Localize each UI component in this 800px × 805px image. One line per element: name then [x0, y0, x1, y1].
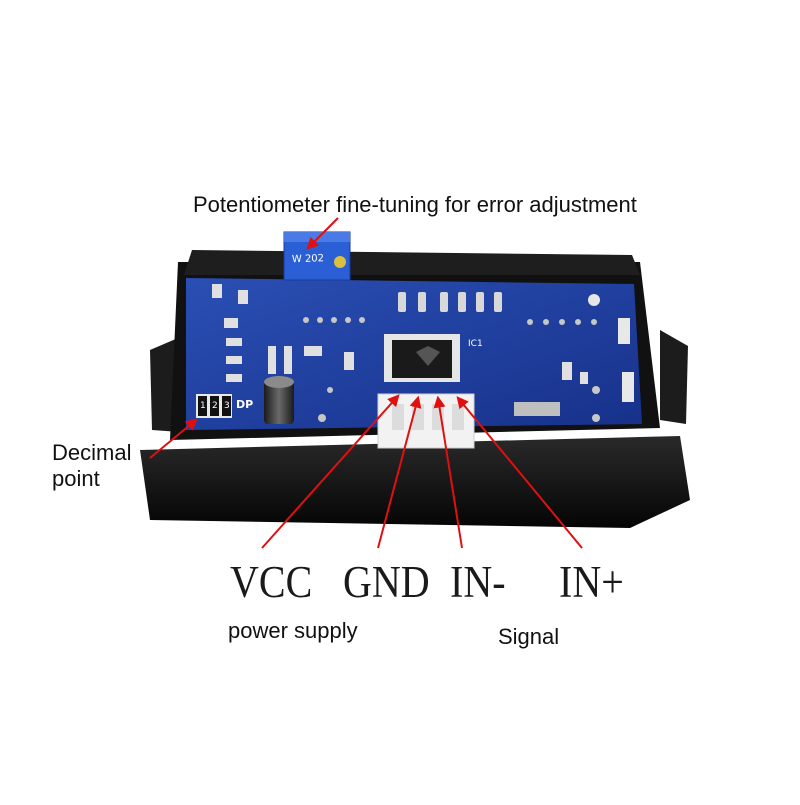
pin-label-in-plus: IN+	[559, 555, 624, 608]
dp-pin-3: 3	[224, 401, 230, 411]
pad-right	[588, 294, 600, 306]
dp-header-label: DP	[236, 398, 253, 411]
arrow-gnd	[377, 395, 422, 549]
resistor-right-1	[618, 318, 630, 344]
ic-label: IC1	[468, 339, 483, 349]
segment-pads	[398, 292, 502, 312]
case-rim	[184, 250, 640, 275]
arrow-dp	[149, 418, 198, 459]
front-bezel	[140, 436, 690, 528]
arrow-inp	[456, 396, 583, 549]
smd-right-2	[580, 372, 588, 384]
arrow-inm	[433, 395, 463, 549]
power-supply-caption: power supply	[228, 618, 358, 643]
smd-left	[212, 284, 354, 382]
dp-pin-1: 1	[200, 401, 206, 411]
dp-pin-2: 2	[212, 401, 218, 411]
capacitor	[264, 376, 294, 424]
decimal-point-line-1: Decimal	[52, 440, 132, 465]
right-tab	[660, 330, 688, 424]
signal-caption: Signal	[498, 624, 560, 649]
main-ic	[384, 334, 460, 382]
resistor-right-2	[622, 372, 634, 402]
potentiometer-caption: Potentiometer fine-tuning for error adju…	[193, 192, 637, 217]
arrow-pot	[306, 217, 339, 250]
callout-arrows	[149, 217, 583, 549]
decimal-point-line-2: point	[52, 466, 100, 491]
pin-label-gnd: GND	[343, 555, 430, 608]
dp-header	[196, 394, 232, 418]
component-strip	[514, 402, 560, 416]
via-holes	[303, 317, 600, 422]
pot-label: W 202	[292, 253, 325, 265]
pin-label-vcc: VCC	[230, 555, 313, 608]
decimal-point-caption: Decimal point	[52, 440, 131, 492]
pin-label-in-minus: IN-	[450, 555, 506, 608]
smd-right	[562, 362, 572, 380]
arrow-vcc	[261, 394, 400, 549]
